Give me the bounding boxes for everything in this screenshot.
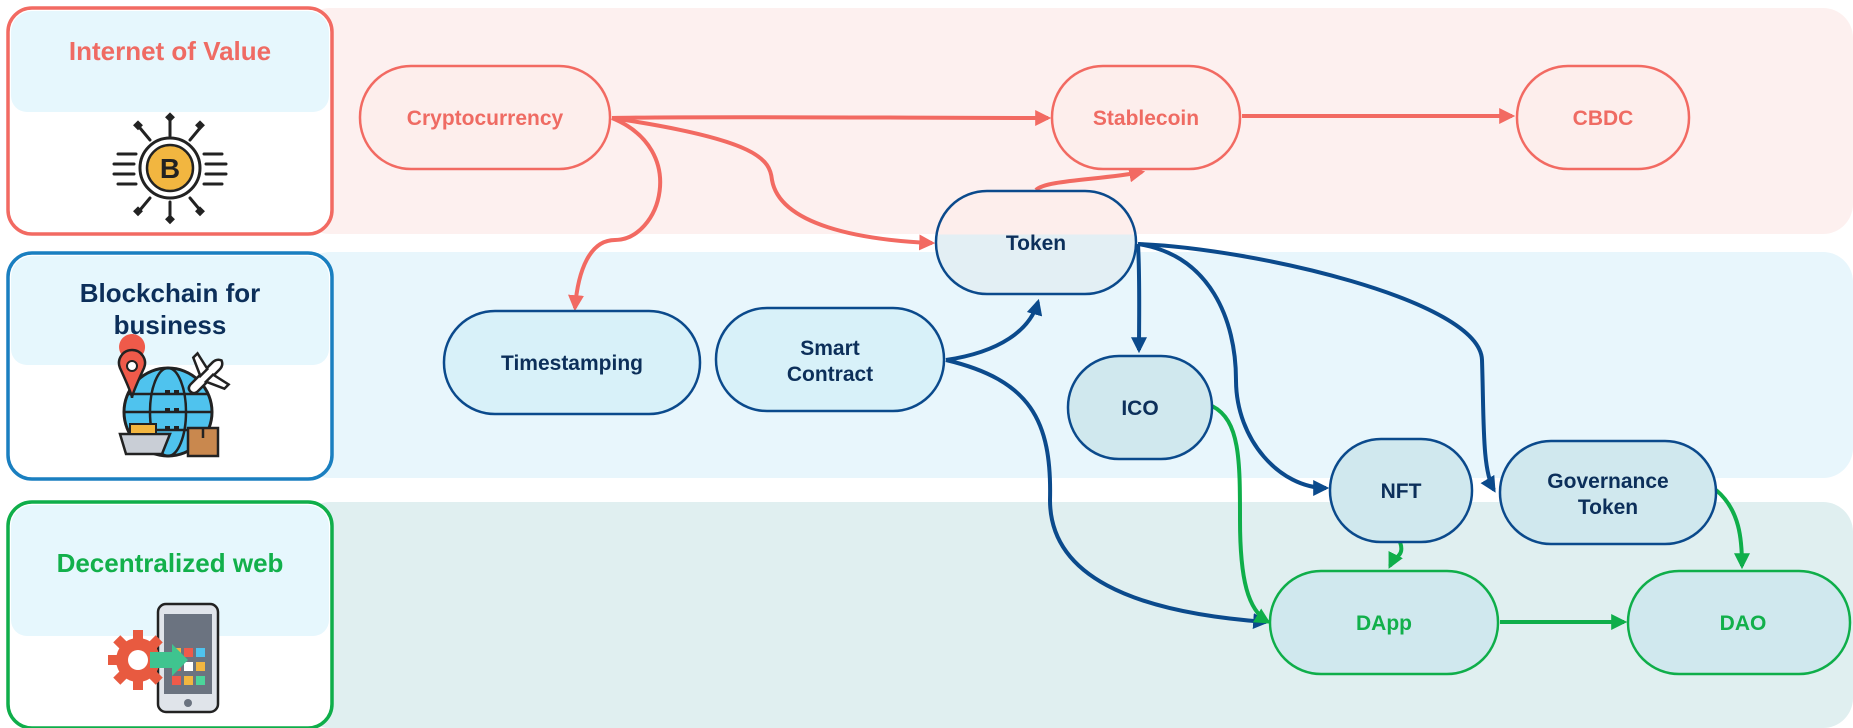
- bitcoin-circuit-icon: B: [112, 112, 228, 225]
- edge-token-to-stablecoin: [1034, 166, 1146, 192]
- nodes-layer: Cryptocurrency Stablecoin CBDC Token: [358, 64, 1852, 676]
- edge-cryptocurrency-to-stablecoin: [611, 109, 1052, 126]
- mobile-app-gear-icon: [108, 602, 220, 714]
- edge-nft-to-dapp: [1388, 541, 1404, 569]
- edge-cryptocurrency-to-timestamping: [568, 116, 663, 312]
- node-token[interactable]: Token: [934, 189, 1138, 296]
- edge-token-to-nft: [1137, 242, 1330, 496]
- node-ico[interactable]: ICO: [1066, 354, 1214, 461]
- node-label-timestamping: Timestamping: [501, 352, 643, 375]
- band-blockchain-for-business: [300, 252, 1853, 478]
- node-label-dapp: DApp: [1356, 612, 1412, 635]
- node-dapp[interactable]: DApp: [1268, 569, 1500, 676]
- node-cbdc[interactable]: CBDC: [1515, 64, 1691, 171]
- node-label-stablecoin: Stablecoin: [1093, 107, 1199, 130]
- category-panel-internet-of-value: Internet of Value B: [6, 6, 334, 236]
- edge-token-to-governance-token: [1137, 242, 1496, 493]
- node-label-nft: NFT: [1381, 480, 1422, 503]
- category-title-internet-of-value: Internet of Value: [69, 36, 271, 66]
- node-nft[interactable]: NFT: [1328, 437, 1474, 544]
- node-stablecoin[interactable]: Stablecoin: [1050, 64, 1242, 171]
- node-label-ico: ICO: [1121, 397, 1158, 420]
- edge-smart-contract-to-dapp: [945, 358, 1270, 630]
- svg-text:B: B: [160, 153, 180, 184]
- edge-governance-token-to-dao: [1714, 488, 1750, 570]
- category-panel-decentralized-web: Decentralized web: [6, 500, 334, 728]
- category-title-decentralized-web: Decentralized web: [57, 548, 284, 578]
- node-label-cbdc: CBDC: [1573, 107, 1634, 130]
- node-label-dao: DAO: [1720, 612, 1767, 635]
- edge-token-to-ico: [1131, 243, 1148, 354]
- node-label-cryptocurrency: Cryptocurrency: [407, 107, 564, 130]
- edge-smart-contract-to-token: [945, 298, 1043, 362]
- edge-cryptocurrency-to-token: [611, 116, 936, 251]
- node-timestamping[interactable]: Timestamping: [442, 309, 702, 416]
- edges-layer: [568, 108, 1750, 630]
- edge-ico-to-dapp: [1211, 404, 1271, 624]
- node-label-token: Token: [1006, 232, 1066, 255]
- node-cryptocurrency[interactable]: Cryptocurrency: [358, 64, 612, 171]
- globe-logistics-icon: [117, 334, 231, 458]
- node-dao[interactable]: DAO: [1626, 569, 1852, 676]
